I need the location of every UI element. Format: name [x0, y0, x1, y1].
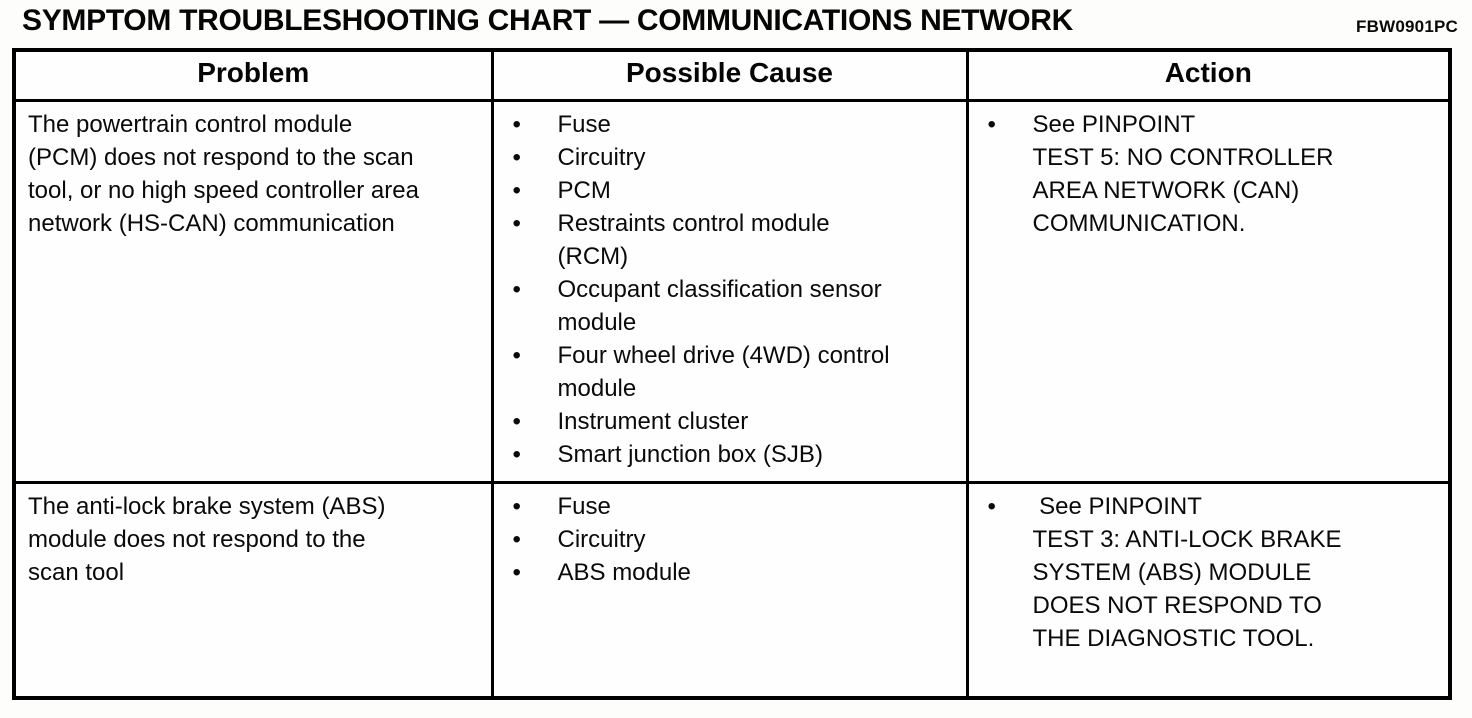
bullet-icon: • — [512, 275, 521, 303]
bullet-icon: • — [512, 558, 521, 586]
cause-list: • Fuse • Circuitry • ABS module — [502, 490, 962, 589]
list-item: • Smart junction box (SJB) — [502, 438, 962, 471]
list-item: • Circuitry — [502, 523, 962, 556]
list-item: • See PINPOINT TEST 3: ANTI-LOCK BRAKE S… — [977, 490, 1445, 655]
action-cell: • See PINPOINT TEST 5: NO CONTROLLER ARE… — [965, 98, 1452, 484]
list-item-text: Fuse — [557, 492, 611, 520]
list-item-text: See PINPOINT TEST 5: NO CONTROLLER AREA … — [1032, 110, 1334, 237]
bullet-icon: • — [512, 492, 521, 520]
column-header-possible-cause: Possible Cause — [490, 48, 969, 102]
list-item-text: Instrument cluster — [557, 407, 749, 435]
column-header-action: Action — [965, 48, 1452, 102]
problem-cell: The anti-lock brake system (ABS) module … — [12, 480, 494, 700]
list-item-text: ABS module — [557, 558, 691, 586]
troubleshooting-table: Problem Possible Cause Action The powert… — [12, 48, 1452, 700]
bullet-icon: • — [512, 176, 521, 204]
bullet-icon: • — [512, 143, 521, 171]
problem-cell: The powertrain control module (PCM) does… — [12, 98, 494, 484]
bullet-icon: • — [512, 407, 521, 435]
bullet-icon: • — [512, 440, 521, 468]
list-item-text: Smart junction box (SJB) — [557, 440, 823, 468]
list-item-text: Restraints control module (RCM) — [557, 209, 830, 270]
list-item: • Instrument cluster — [502, 405, 962, 438]
list-item: • ABS module — [502, 556, 962, 589]
bullet-icon: • — [512, 209, 521, 237]
bullet-icon: • — [512, 525, 521, 553]
page-title: SYMPTOM TROUBLESHOOTING CHART — COMMUNIC… — [22, 4, 1073, 37]
table-header-row: Problem Possible Cause Action — [12, 48, 1452, 102]
list-item: • Occupant classification sensor module — [502, 273, 962, 339]
list-item: • PCM — [502, 174, 962, 207]
bullet-icon: • — [512, 341, 521, 369]
problem-text: The anti-lock brake system (ABS) module … — [28, 492, 386, 586]
bullet-icon: • — [987, 110, 996, 138]
list-item-text: Circuitry — [557, 525, 646, 553]
list-item: • Fuse — [502, 108, 962, 141]
list-item: • Four wheel drive (4WD) control module — [502, 339, 962, 405]
title-bar: SYMPTOM TROUBLESHOOTING CHART — COMMUNIC… — [0, 0, 1472, 48]
list-item-text: See PINPOINT TEST 3: ANTI-LOCK BRAKE SYS… — [1032, 492, 1342, 652]
list-item-text: Fuse — [557, 110, 611, 138]
list-item-text: Circuitry — [557, 143, 646, 171]
action-list: • See PINPOINT TEST 3: ANTI-LOCK BRAKE S… — [977, 490, 1445, 655]
table-row: The anti-lock brake system (ABS) module … — [12, 480, 1452, 700]
list-item: • Circuitry — [502, 141, 962, 174]
list-item: • Fuse — [502, 490, 962, 523]
action-list: • See PINPOINT TEST 5: NO CONTROLLER ARE… — [977, 108, 1445, 240]
list-item-text: Four wheel drive (4WD) control module — [557, 341, 890, 402]
problem-text: The powertrain control module (PCM) does… — [28, 110, 419, 237]
bullet-icon: • — [987, 492, 996, 520]
possible-cause-cell: • Fuse • Circuitry • PCM • Restraints co… — [490, 98, 969, 484]
list-item-text: PCM — [557, 176, 611, 204]
action-cell: • See PINPOINT TEST 3: ANTI-LOCK BRAKE S… — [965, 480, 1452, 700]
possible-cause-cell: • Fuse • Circuitry • ABS module — [490, 480, 969, 700]
column-header-problem: Problem — [12, 48, 494, 102]
list-item: • See PINPOINT TEST 5: NO CONTROLLER ARE… — [977, 108, 1445, 240]
figure-code: FBW0901PC — [1356, 17, 1458, 36]
list-item-text: Occupant classification sensor module — [557, 275, 882, 336]
cause-list: • Fuse • Circuitry • PCM • Restraints co… — [502, 108, 962, 471]
list-item: • Restraints control module (RCM) — [502, 207, 962, 273]
table-row: The powertrain control module (PCM) does… — [12, 98, 1452, 484]
bullet-icon: • — [512, 110, 521, 138]
